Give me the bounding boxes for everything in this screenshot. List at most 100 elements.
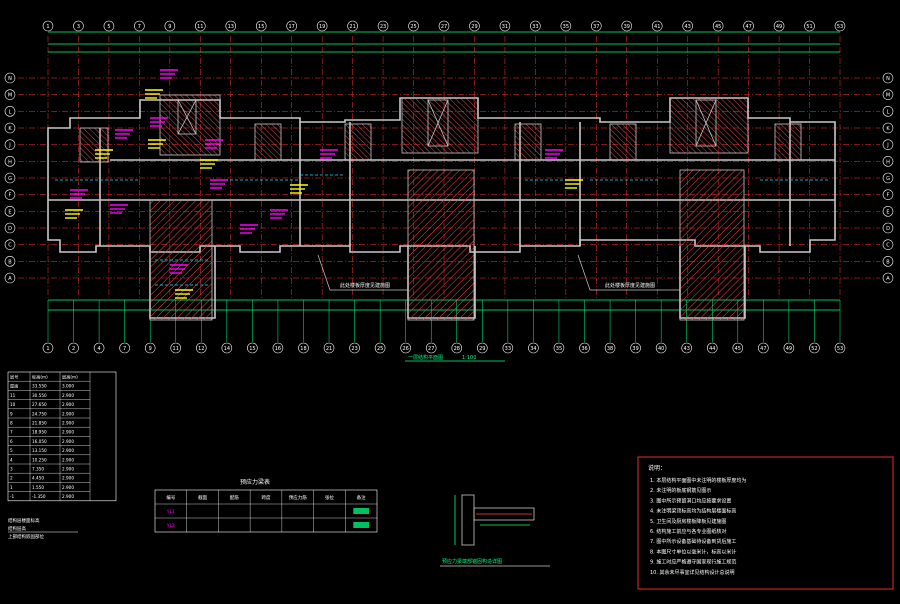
elevation-cell: 4.450 <box>32 476 44 481</box>
axis-number-top: 5 <box>107 24 110 30</box>
axis-bubble <box>882 239 894 250</box>
elevation-cell: 2 <box>10 476 13 481</box>
axis-letter-right: M <box>886 93 890 99</box>
axis-bubble <box>93 342 105 354</box>
axis-bubble <box>530 20 541 32</box>
axis-bubble <box>882 256 894 267</box>
axis-bubble <box>773 20 785 32</box>
beam-header: 备注 <box>357 494 366 501</box>
elevation-header: 层号 <box>10 375 18 381</box>
axis-letter-left: L <box>9 109 12 115</box>
elevation-cell: 7 <box>10 430 13 435</box>
beam-header: 跨度 <box>262 494 271 501</box>
axis-bubble <box>272 342 284 354</box>
axis-letter-left: E <box>8 209 11 215</box>
elevation-cell: 30.550 <box>32 393 47 398</box>
axis-bubble <box>73 20 84 32</box>
axis-bubble <box>809 342 820 354</box>
axis-number-bottom: 11 <box>173 346 179 352</box>
slab-note-leaders <box>317 254 680 291</box>
axis-bubble <box>286 20 297 32</box>
note-line: 8. 本图尺寸单位以毫米计，标高以米计 <box>650 548 736 555</box>
axis-bubble <box>882 272 894 284</box>
beam-cell: YL1 <box>166 509 175 515</box>
axis-bubble <box>834 20 846 32</box>
beam-table-frame <box>154 489 378 533</box>
axis-number-bottom: 16 <box>275 346 281 352</box>
axis-number-bottom: 44 <box>709 346 715 352</box>
axis-number-top: 13 <box>228 24 234 30</box>
note-line: 3. 图中所示预留洞口均应按要求设置 <box>650 497 731 504</box>
axis-bubble <box>591 20 602 32</box>
axis-number-top: 23 <box>380 24 386 30</box>
note-line: 2. 未注明的板底钢筋见图示 <box>650 487 711 494</box>
axis-bubble <box>732 342 744 354</box>
elevation-cell: 21.850 <box>32 421 47 426</box>
axis-number-bottom: 49 <box>786 346 792 352</box>
axis-bubble <box>882 206 894 217</box>
beam-header: 截面 <box>198 494 207 501</box>
axis-bubble <box>882 156 894 167</box>
axis-letter-right: J <box>886 143 888 149</box>
elevation-cell: 2.900 <box>62 402 74 407</box>
notes-frame <box>637 456 894 590</box>
axis-bubble <box>882 189 894 200</box>
axis-bubble <box>560 20 572 32</box>
axis-letter-right: C <box>886 243 890 249</box>
axis-letter-left: B <box>8 259 12 265</box>
axis-bubble <box>4 256 16 267</box>
elevation-cell: 11 <box>10 393 16 398</box>
slab-note-left: 此处楼板厚度见建施图 <box>340 282 390 289</box>
elevation-cell: 1.550 <box>32 485 44 490</box>
elevation-cell: 13.150 <box>32 448 47 453</box>
elevation-cell: 5 <box>10 448 13 453</box>
note-line: 9. 施工时应严格遵守国家现行施工规范 <box>650 559 736 566</box>
axis-bubble <box>783 342 795 354</box>
elevation-cell: 2.900 <box>62 421 74 426</box>
axis-bubble <box>712 20 724 32</box>
axis-number-top: 3 <box>77 24 80 30</box>
axis-bubble <box>255 20 267 32</box>
axis-number-top: 25 <box>410 24 416 30</box>
axis-bubble <box>164 20 176 32</box>
axis-number-top: 29 <box>471 24 477 30</box>
axis-bubble <box>247 342 258 354</box>
elevation-header: 层高(m) <box>62 374 78 381</box>
elevation-cell: 2.900 <box>62 430 74 435</box>
axis-bubble <box>4 106 16 117</box>
elevation-cell: 7.350 <box>32 467 44 472</box>
axis-bubble <box>4 139 16 150</box>
axis-number-top: 47 <box>745 24 751 30</box>
axis-number-bottom: 18 <box>300 346 306 352</box>
axis-bubble <box>195 20 206 32</box>
axis-number-bottom: 14 <box>224 346 230 352</box>
beam-cell: YL2 <box>166 523 175 529</box>
axis-bubble <box>408 20 419 32</box>
axis-bubble <box>4 172 16 184</box>
axis-number-bottom: 15 <box>249 346 255 352</box>
axis-bubble <box>499 20 511 32</box>
plan-annotations <box>65 69 583 299</box>
elevation-cell: 27.650 <box>32 402 47 407</box>
axis-number-bottom: 9 <box>149 346 152 352</box>
core-middle <box>407 169 475 321</box>
elevation-cell: 3.000 <box>62 384 74 389</box>
elevation-cell: -1 <box>10 494 15 499</box>
note-line: 5. 卫生间及厨房楼板降板见建施图 <box>650 518 726 525</box>
axis-bubble <box>477 342 488 354</box>
note-line: 1. 本层结构平面图中未注明的楼板厚度均为 <box>650 477 746 484</box>
beam-remark-swatch <box>353 508 369 514</box>
axis-letter-right: N <box>886 76 890 82</box>
axis-number-top: 41 <box>654 24 660 30</box>
beam-table: 编号截面配筋跨度预应力筋张拉备注YL1YL2 <box>154 489 378 533</box>
axis-number-bottom: 12 <box>198 346 204 352</box>
elevation-cell: 9 <box>10 411 13 416</box>
axis-bubble <box>68 342 79 354</box>
axis-bubble <box>4 222 16 234</box>
axis-number-bottom: 35 <box>556 346 562 352</box>
axis-bubble <box>758 342 769 354</box>
beam-header: 张拉 <box>325 494 334 501</box>
elevation-cell: 2.900 <box>62 476 74 481</box>
